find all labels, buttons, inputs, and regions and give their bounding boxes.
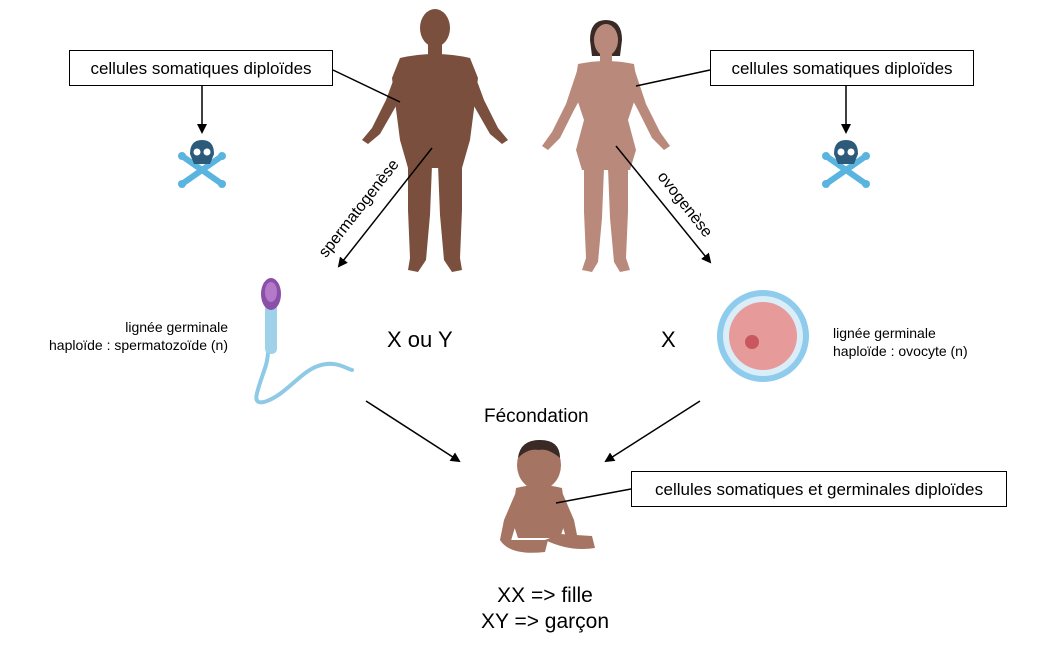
outcome-block: XX => fille XY => garçon [445, 583, 645, 635]
female-figure [542, 20, 670, 272]
sperm-description: lignée germinale haploïde : spermatozoïd… [49, 318, 228, 354]
baby-cells-box: cellules somatiques et germinales diploï… [631, 471, 1007, 507]
skull-crossbones-icon [178, 140, 226, 188]
baby-box-connector [555, 488, 632, 504]
outcome-boy: XY => garçon [480, 610, 610, 633]
sperm-line-2: haploïde : spermatozoïde (n) [49, 337, 228, 353]
sperm-line-1: lignée germinale [125, 319, 228, 335]
egg-description: lignée germinale haploïde : ovocyte (n) [833, 324, 968, 360]
sperm-fertilization-arrow [365, 400, 461, 463]
sperm-chromosome: X ou Y [387, 327, 453, 352]
female-somatic-box: cellules somatiques diploïdes [710, 50, 974, 86]
skull-crossbones-icon [822, 140, 870, 188]
female-box-connector [635, 69, 711, 87]
male-figure [362, 9, 508, 272]
spermatogenesis-arrow [337, 147, 433, 268]
egg-chromosome: X [661, 327, 676, 352]
male-somatic-box: cellules somatiques diploïdes [69, 50, 333, 86]
baby-figure [500, 440, 595, 553]
male-box-connector [332, 69, 401, 103]
egg-fertilization-arrow [604, 400, 701, 463]
egg-line-2: haploïde : ovocyte (n) [833, 343, 968, 359]
egg-line-1: lignée germinale [833, 325, 936, 341]
fertilization-label: Fécondation [484, 406, 589, 427]
outcome-girl: XX => fille [497, 584, 593, 607]
egg-cell [717, 290, 809, 382]
sperm-cell [254, 278, 354, 405]
oogenesis-arrow [615, 145, 712, 264]
